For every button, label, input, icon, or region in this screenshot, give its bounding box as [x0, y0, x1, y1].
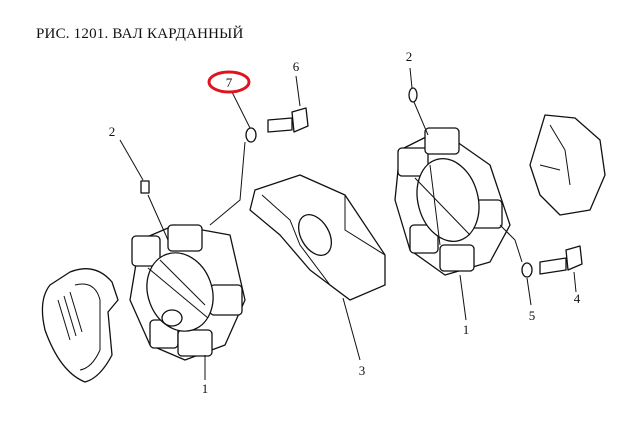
callout-6: 6	[293, 59, 300, 74]
left-grease-fitting	[119, 139, 169, 241]
bolt-4	[539, 245, 583, 293]
center-yoke	[249, 174, 386, 361]
right-universal-joint	[394, 67, 511, 321]
callout-2-left: 2	[109, 124, 116, 139]
callout-7: 7	[226, 75, 233, 90]
callout-3: 3	[359, 363, 366, 378]
highlight-circle	[207, 70, 251, 94]
callout-2-right: 2	[406, 49, 413, 64]
bolt-6	[267, 75, 309, 133]
figure-title: РИС. 1201. ВАЛ КАРДАННЫЙ	[36, 26, 244, 42]
callout-5: 5	[529, 308, 536, 323]
left-flange-yoke	[41, 268, 119, 383]
left-universal-joint	[129, 224, 246, 361]
right-flange	[529, 114, 606, 216]
callout-4: 4	[574, 291, 581, 306]
callout-1-right: 1	[463, 322, 470, 337]
washer-5	[499, 224, 533, 306]
washer-7	[209, 91, 257, 226]
callout-1-left: 1	[202, 381, 209, 396]
